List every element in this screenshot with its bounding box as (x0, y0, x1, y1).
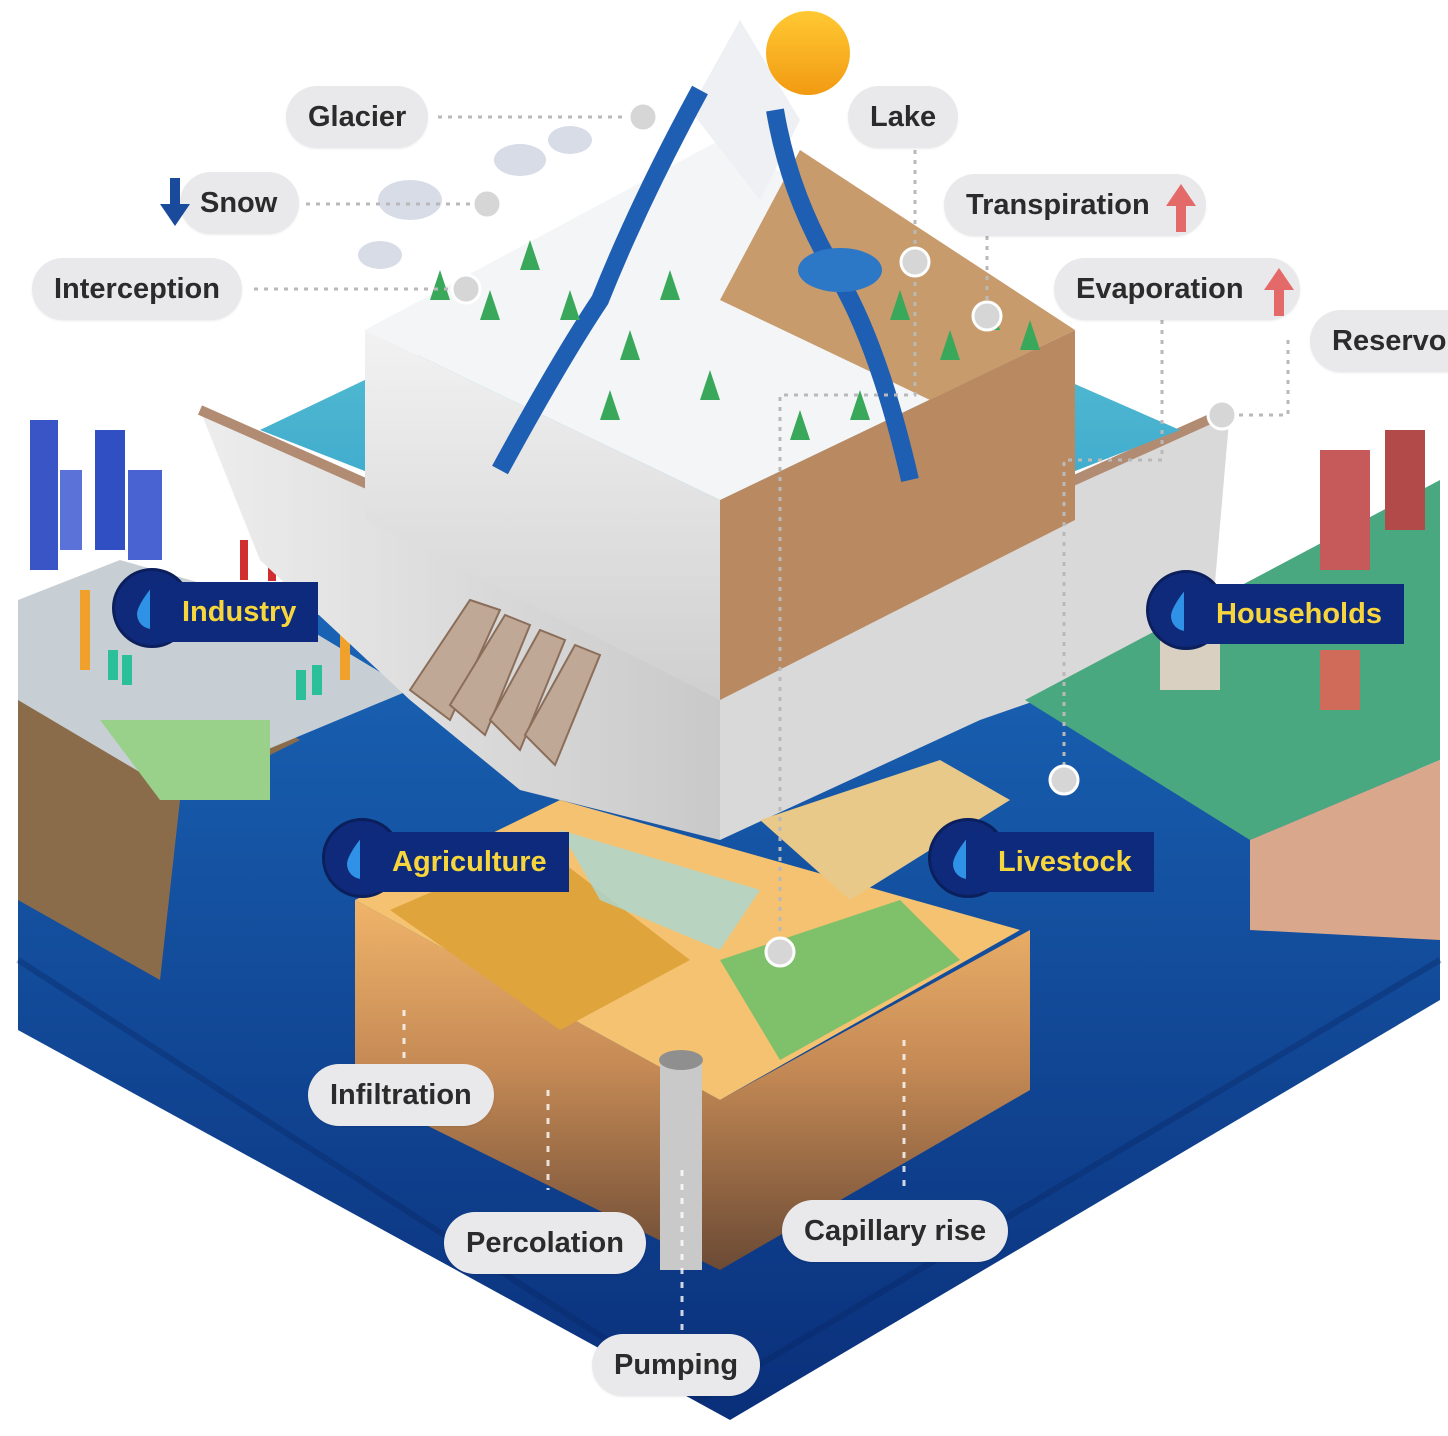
arrow-down-icon (160, 178, 190, 226)
pumping-label-text: Pumping (614, 1349, 739, 1381)
infiltration-label-text: Infiltration (330, 1079, 472, 1111)
livestock-area (760, 760, 1010, 900)
households-block (1025, 430, 1440, 940)
mountain-block (358, 20, 1075, 700)
percolation-label: Percolation (444, 1212, 646, 1274)
glacier-label-text: Glacier (308, 101, 407, 133)
leader-lines (254, 115, 1290, 950)
snow-label-text: Snow (200, 187, 278, 219)
arrow-up-icon (1166, 184, 1196, 232)
livestock-label: Livestock (966, 832, 1154, 892)
anchor-dots (450, 101, 1238, 968)
infiltration-label: Infiltration (308, 1064, 494, 1126)
households-label: Households (1184, 584, 1404, 644)
glacier-label: Glacier (286, 86, 429, 148)
sun-icon (766, 11, 850, 95)
interception-label-text: Interception (54, 273, 220, 305)
evaporation-label: Evaporation (1054, 258, 1300, 320)
arrow-up-icon (1264, 268, 1294, 316)
capillary-rise-label: Capillary rise (782, 1200, 1009, 1262)
lake-label-text: Lake (870, 101, 937, 133)
snow-label: Snow (180, 172, 300, 234)
agriculture-label: Agriculture (360, 832, 569, 892)
interception-label: Interception (32, 258, 242, 320)
transpiration-label: Transpiration (944, 174, 1206, 236)
lake-label: Lake (848, 86, 959, 148)
pumping-label: Pumping (592, 1334, 761, 1396)
transpiration-label-text: Transpiration (966, 189, 1150, 221)
reservoir-label-text: Reservo (1332, 325, 1447, 357)
capillary-rise-label-text: Capillary rise (804, 1215, 987, 1247)
percolation-label-text: Percolation (466, 1227, 624, 1259)
industry-label: Industry (150, 582, 319, 642)
evaporation-label-text: Evaporation (1076, 273, 1244, 305)
reservoir-label: Reservo (1310, 310, 1448, 372)
